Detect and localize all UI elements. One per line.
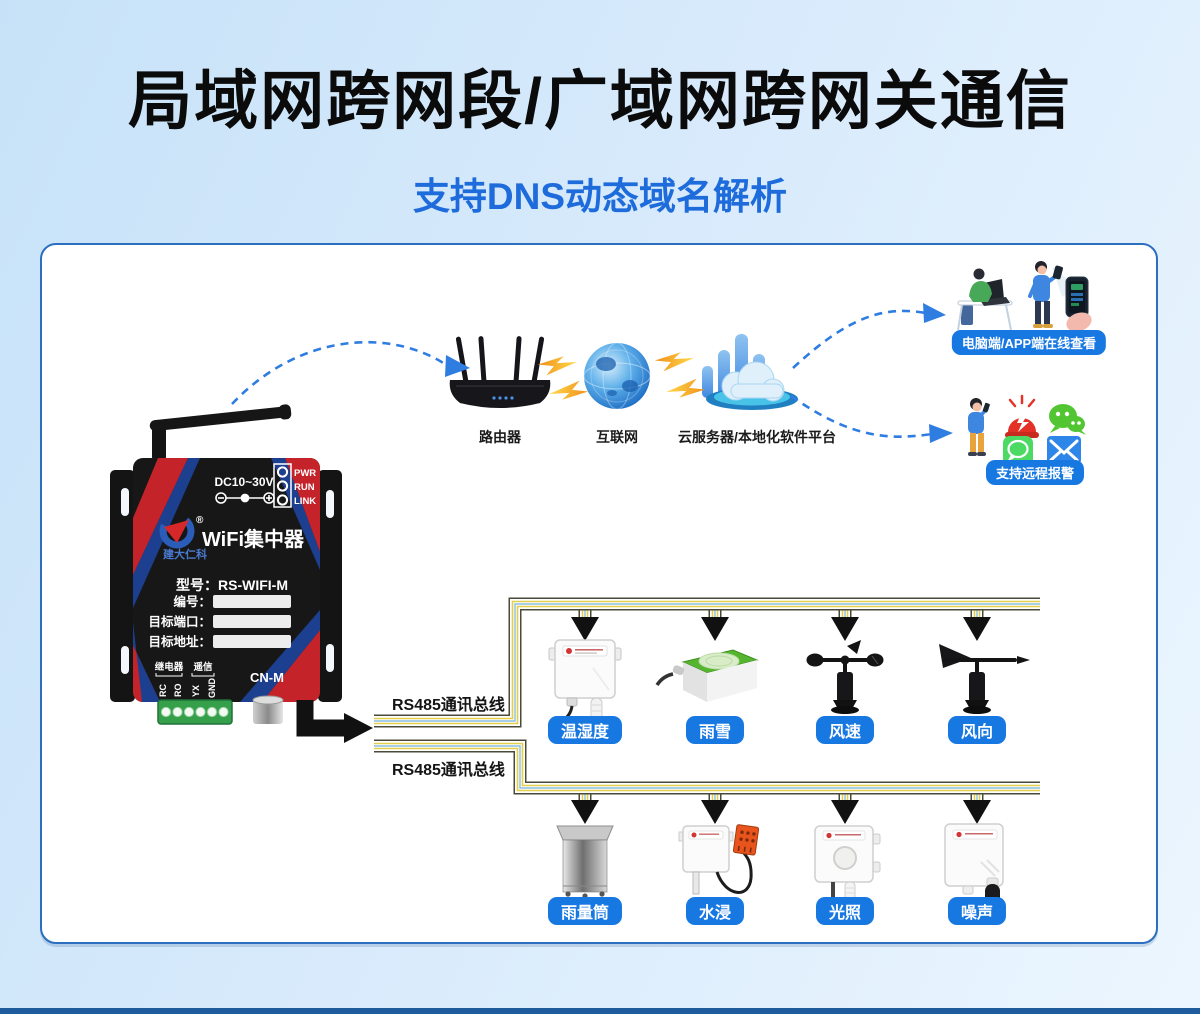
brand-logo-icon: ® <box>159 513 204 549</box>
wind-direction-sensor-icon <box>939 644 1030 714</box>
internet-label: 互联网 <box>596 429 638 445</box>
water-leak-sensor-icon <box>678 824 760 895</box>
bottom-accent-bar <box>0 1008 1200 1014</box>
product-name: WiFi集中器 <box>202 527 305 551</box>
terminal-ro-label: RO <box>173 684 183 698</box>
terminal-gnd-label: GND <box>207 678 217 699</box>
field-addr-blank <box>213 635 291 648</box>
dashed-arrow-cloud-to-alarm <box>790 394 953 443</box>
port-label: CN-M <box>250 670 284 685</box>
rs485-bus-bottom-label: RS485通讯总线 <box>392 762 505 779</box>
reg-mark: ® <box>196 515 204 526</box>
field-port-blank <box>213 615 291 628</box>
antenna-icon <box>149 404 292 462</box>
pc-app-viewers-illustration <box>957 261 1092 332</box>
router-label: 路由器 <box>479 429 521 445</box>
page-title: 局域网跨网段/广域网跨网关通信 <box>128 65 1072 137</box>
terminal-rc-label: RC <box>158 684 168 697</box>
rain-gauge-icon <box>556 825 614 899</box>
field-sn-label: 编号： <box>173 594 211 609</box>
sensor-badge-noise: 噪声 <box>947 897 1007 925</box>
wifi-concentrator-device: DC10~30V PWR RUN LINK <box>110 404 342 725</box>
sensor-badge-rain-snow: 雨雪 <box>685 716 745 744</box>
led-indicators: PWR RUN LINK <box>273 463 316 508</box>
sensor-badge-wind-direction: 风向 <box>947 716 1007 744</box>
rs485-bus-top-label: RS485通讯总线 <box>392 697 505 714</box>
rain-snow-sensor-icon <box>655 649 759 702</box>
light-sensor-icon <box>814 825 881 904</box>
power-polarity-icon <box>215 492 275 504</box>
sensor-badge-temp-humidity: 温湿度 <box>547 716 623 744</box>
wind-speed-sensor-icon <box>806 640 884 714</box>
model-line: 型号：RS-WIFI-M <box>176 577 288 593</box>
sensor-badge-rain-gauge: 雨量筒 <box>547 897 623 925</box>
router-icon <box>449 336 551 408</box>
relay-group-label: 继电器 <box>155 661 184 673</box>
remote-alarm-illustration <box>968 394 1086 466</box>
wechat-icon <box>1049 404 1086 435</box>
device-output-arrow <box>296 700 373 743</box>
antenna-connector-icon <box>252 695 284 724</box>
rs485-bus-bottom <box>374 739 1040 795</box>
internet-globe-icon <box>583 342 651 410</box>
mail-icon <box>1047 436 1081 464</box>
alarm-badge: 支持远程报警 <box>985 460 1085 485</box>
device-power-label: DC10~30V <box>214 475 273 489</box>
sensor-badge-water-leak: 水浸 <box>685 897 745 925</box>
page-subtitle: 支持DNS动态域名解析 <box>412 176 788 217</box>
rs485-bus-top <box>374 597 1040 728</box>
signal-group-label: 遥信 <box>193 661 213 673</box>
led-link-label: LINK <box>294 496 316 507</box>
led-run-label: RUN <box>294 482 315 493</box>
led-pwr-label: PWR <box>294 468 316 479</box>
terminal-block-icon <box>157 699 233 725</box>
sensor-badge-wind-speed: 风速 <box>815 716 875 744</box>
cloud-platform-icon <box>702 334 798 410</box>
dashed-arrow-device-to-router <box>231 340 470 405</box>
pc-app-badge: 电脑端/APP端在线查看 <box>951 330 1107 355</box>
field-sn-blank <box>213 595 291 608</box>
brand-name: 建大仁科 <box>163 547 207 561</box>
field-addr-label: 目标地址： <box>148 634 211 649</box>
dashed-arrow-cloud-to-viewers <box>792 303 946 369</box>
noise-sensor-icon <box>944 823 1004 910</box>
sensor-badge-light: 光照 <box>815 897 875 925</box>
terminal-yx-label: YX <box>191 685 201 697</box>
platform-label: 云服务器/本地化软件平台 <box>678 429 836 445</box>
temp-humidity-sensor-icon <box>548 639 622 724</box>
field-port-label: 目标端口： <box>148 614 211 629</box>
siren-icon <box>1005 394 1039 438</box>
